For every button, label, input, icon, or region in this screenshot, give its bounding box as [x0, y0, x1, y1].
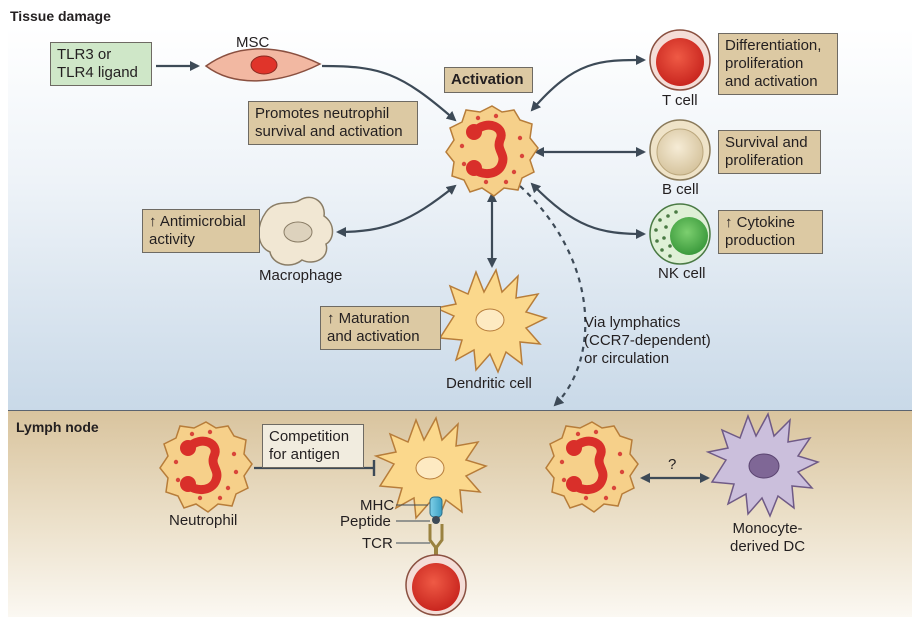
macrophage-label: Macrophage [259, 267, 343, 284]
peptide-marker [432, 516, 440, 524]
tcell-effect-box: Differentiation, proliferation and activ… [718, 33, 838, 95]
t-cell [649, 29, 711, 91]
arrow-neutrophil-tcell [530, 55, 646, 112]
macrophage-cell [258, 196, 334, 266]
section-heading-tissue-damage: Tissue damage [10, 8, 111, 24]
via-lymphatics-label: Via lymphatics (CCR7-dependent) or circu… [584, 314, 711, 367]
competition-box: Competition for antigen [262, 424, 364, 468]
bcell-effect-box: Survival and proliferation [718, 130, 821, 174]
dendritic-cell-lymph [373, 416, 489, 522]
dendritic-cell-label: Dendritic cell [446, 375, 532, 392]
modc-label: Monocyte- derived DC [730, 520, 806, 555]
t-cell-lymph [405, 554, 467, 616]
tcr-label: TCR [362, 535, 393, 552]
arrow-neutrophil-nkcell [530, 182, 646, 239]
inhibition-line [254, 460, 376, 476]
question-label: ? [668, 456, 677, 473]
mhc-molecule [429, 496, 443, 518]
bcell-label: B cell [662, 181, 699, 198]
peptide-label: Peptide [340, 513, 391, 530]
dashed-arrow-to-lymph-node [519, 185, 587, 407]
tcell-label: T cell [662, 92, 698, 109]
b-cell [649, 119, 711, 181]
arrow-msc-to-neutrophil [321, 64, 457, 122]
nk-effect-box: ↑ Cytokine production [718, 210, 823, 254]
nk-cell [649, 203, 711, 265]
neutrophil-lymph-left [159, 421, 253, 513]
monocyte-derived-dc [705, 412, 821, 518]
activation-box: Activation [444, 67, 533, 93]
nkcell-label: NK cell [658, 265, 706, 282]
neutrophil-lymph-right [545, 421, 639, 513]
neutrophil-label: Neutrophil [169, 512, 238, 529]
promotes-neutrophil-box: Promotes neutrophil survival and activat… [248, 101, 418, 145]
mhc-label: MHC [360, 497, 395, 514]
macrophage-effect-box: ↑ Antimicrobial activity [142, 209, 260, 253]
tcr-receptor [428, 524, 444, 558]
label-leader-lines [396, 504, 430, 544]
neutrophil-central [445, 105, 539, 197]
section-heading-lymph-node: Lymph node [16, 419, 99, 435]
dendritic-cell-top [433, 268, 549, 374]
msc-label: MSC [236, 34, 270, 51]
dc-effect-box: ↑ Maturation and activation [320, 306, 441, 350]
arrow-neutrophil-macrophage [336, 184, 457, 237]
msc-cell [204, 48, 322, 82]
tlr-ligand-box: TLR3 or TLR4 ligand [50, 42, 152, 86]
